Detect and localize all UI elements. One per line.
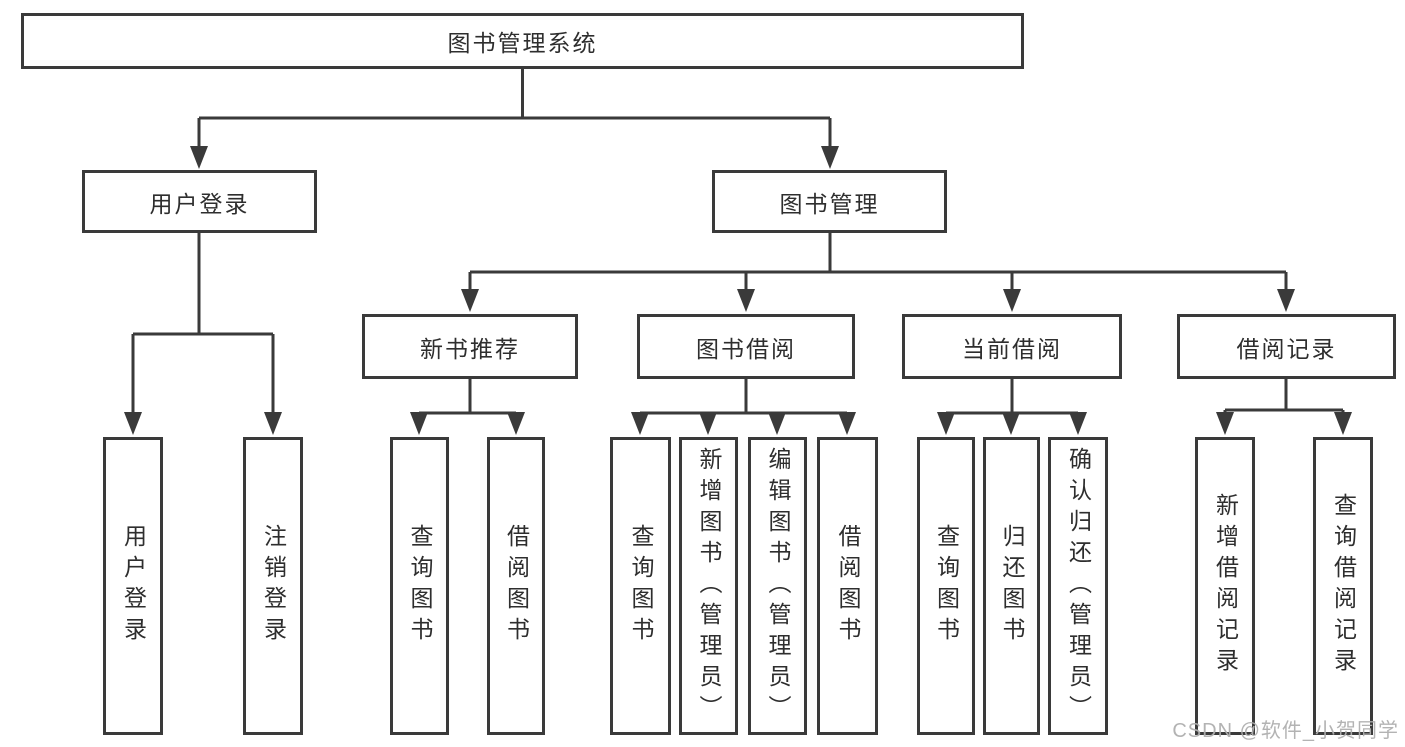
- leaf-query-books-recommend-label: 查询图书: [407, 524, 433, 648]
- node-borrow-records: 借阅记录: [1177, 314, 1396, 379]
- leaf-user-login: 用户登录: [103, 437, 163, 735]
- node-book-borrow-label: 图书借阅: [696, 335, 796, 362]
- csdn-watermark: CSDN @软件_小贺同学: [1172, 720, 1399, 742]
- node-root-label: 图书管理系统: [447, 30, 598, 56]
- leaf-confirm-return-admin-label: 确认归还（管理员）: [1065, 446, 1092, 726]
- leaf-add-borrow-record: 新增借阅记录: [1195, 437, 1255, 735]
- node-book-borrow: 图书借阅: [637, 314, 855, 379]
- leaf-return-books: 归还图书: [983, 437, 1040, 735]
- leaf-user-login-label: 用户登录: [120, 524, 147, 648]
- leaf-query-books-borrow-label: 查询图书: [628, 524, 654, 648]
- leaf-borrow-books: 借阅图书: [817, 437, 878, 735]
- leaf-borrow-books-recommend: 借阅图书: [487, 437, 545, 735]
- leaf-logout: 注销登录: [243, 437, 303, 735]
- leaf-borrow-books-recommend-label: 借阅图书: [503, 524, 530, 648]
- leaf-edit-books-admin: 编辑图书（管理员）: [748, 437, 807, 735]
- leaf-borrow-books-label: 借阅图书: [835, 524, 861, 648]
- leaf-logout-label: 注销登录: [260, 524, 287, 648]
- leaf-edit-books-admin-label: 编辑图书（管理员）: [765, 446, 791, 726]
- leaf-query-borrow-record: 查询借阅记录: [1313, 437, 1373, 735]
- leaf-add-books-admin-label: 新增图书（管理员）: [696, 446, 722, 726]
- node-user-login-label: 用户登录: [149, 190, 250, 217]
- node-new-book-recommend: 新书推荐: [362, 314, 578, 379]
- leaf-query-books-current: 查询图书: [917, 437, 975, 735]
- node-root-system: 图书管理系统: [21, 13, 1024, 69]
- node-user-login: 用户登录: [82, 170, 317, 233]
- leaf-return-books-label: 归还图书: [999, 524, 1025, 648]
- node-book-management-label: 图书管理: [779, 190, 880, 217]
- node-current-borrow: 当前借阅: [902, 314, 1122, 379]
- node-borrow-records-label: 借阅记录: [1236, 335, 1337, 362]
- leaf-query-books-borrow: 查询图书: [610, 437, 671, 735]
- leaf-add-borrow-record-label: 新增借阅记录: [1212, 493, 1239, 679]
- leaf-query-books-current-label: 查询图书: [933, 524, 960, 648]
- node-current-borrow-label: 当前借阅: [962, 335, 1062, 362]
- node-book-management: 图书管理: [712, 170, 947, 233]
- leaf-add-books-admin: 新增图书（管理员）: [679, 437, 738, 735]
- node-new-book-recommend-label: 新书推荐: [420, 335, 520, 362]
- leaf-confirm-return-admin: 确认归还（管理员）: [1048, 437, 1108, 735]
- leaf-query-books-recommend: 查询图书: [390, 437, 449, 735]
- leaf-query-borrow-record-label: 查询借阅记录: [1330, 493, 1357, 679]
